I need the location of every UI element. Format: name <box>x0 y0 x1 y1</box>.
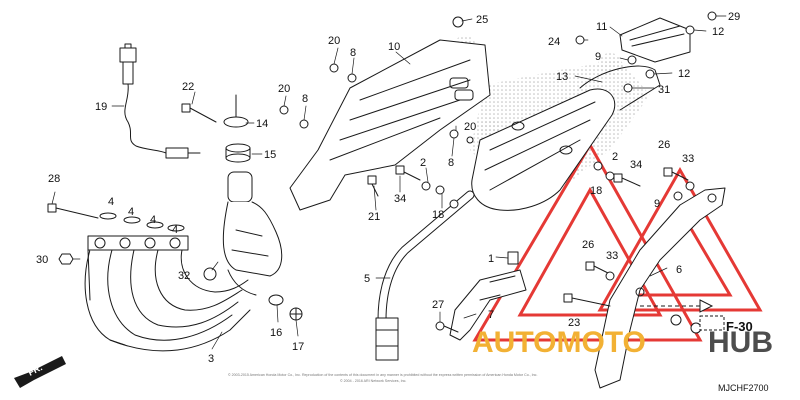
callout-27[interactable]: 27 <box>432 299 444 311</box>
muffler-cover-part[interactable] <box>619 17 691 63</box>
callout-31[interactable]: 31 <box>658 84 670 96</box>
callout-20[interactable]: 20 <box>328 35 340 47</box>
callout-29[interactable]: 29 <box>728 11 740 23</box>
callout-21[interactable]: 21 <box>368 211 380 223</box>
bolt-22-part[interactable] <box>181 103 217 123</box>
callout-26[interactable]: 26 <box>658 139 670 151</box>
callout-4[interactable]: 4 <box>172 224 178 236</box>
washer-32-part[interactable] <box>203 267 217 281</box>
callout-3[interactable]: 3 <box>208 353 214 365</box>
diagram-code: MJCHF2700 <box>718 383 769 393</box>
callout-15[interactable]: 15 <box>264 149 276 161</box>
watermark-text: AUTOMOTO HUB <box>472 326 773 359</box>
bolt-17-part[interactable] <box>289 307 303 321</box>
callout-18[interactable]: 18 <box>432 209 444 221</box>
heat-shield-part[interactable] <box>289 39 491 211</box>
callout-4[interactable]: 4 <box>150 214 156 226</box>
long-bolt-part[interactable] <box>47 203 99 219</box>
callout-23[interactable]: 23 <box>568 317 580 329</box>
callout-14[interactable]: 14 <box>256 118 268 130</box>
callout-4[interactable]: 4 <box>108 196 114 208</box>
exhaust-pipe-part[interactable] <box>375 190 475 361</box>
copyright-line-2: © 2004 - 2016 ARI Network Services, Inc. <box>340 379 406 383</box>
callout-32[interactable]: 32 <box>178 270 190 282</box>
leader-lines <box>51 15 727 350</box>
callout-19[interactable]: 19 <box>95 101 107 113</box>
callout-6[interactable]: 6 <box>676 264 682 276</box>
bolt-27-part[interactable] <box>435 321 459 333</box>
callout-24[interactable]: 24 <box>548 36 560 48</box>
copyright-line-1: © 2003-2015 American Honda Motor Co., In… <box>228 373 537 377</box>
reference-label[interactable]: F-30 <box>726 319 753 334</box>
callout-9[interactable]: 9 <box>595 51 601 63</box>
callout-10[interactable]: 10 <box>388 41 400 53</box>
callout-1[interactable]: 1 <box>488 253 494 265</box>
callout-18[interactable]: 18 <box>590 185 602 197</box>
callout-26[interactable]: 26 <box>582 239 594 251</box>
callout-12[interactable]: 12 <box>712 26 724 38</box>
exhaust-manifold-part[interactable] <box>84 235 251 352</box>
callout-8[interactable]: 8 <box>302 93 308 105</box>
callout-4[interactable]: 4 <box>128 206 134 218</box>
callout-25[interactable]: 25 <box>476 14 488 26</box>
callout-7[interactable]: 7 <box>488 309 494 321</box>
callout-2[interactable]: 2 <box>420 157 426 169</box>
callout-8[interactable]: 8 <box>350 47 356 59</box>
callout-34[interactable]: 34 <box>394 193 406 205</box>
callout-30[interactable]: 30 <box>36 254 48 266</box>
manifold-gaskets-part[interactable] <box>99 212 185 232</box>
callout-22[interactable]: 22 <box>182 81 194 93</box>
gasket-part[interactable] <box>225 143 251 163</box>
nut-30-part[interactable] <box>58 253 74 265</box>
callout-9[interactable]: 9 <box>654 198 660 210</box>
reference-arrow: F-30 <box>640 299 753 334</box>
callout-12[interactable]: 12 <box>678 68 690 80</box>
callout-11[interactable]: 11 <box>596 21 607 33</box>
callout-20[interactable]: 20 <box>278 83 290 95</box>
callout-17[interactable]: 17 <box>292 341 304 353</box>
bolt-23-part[interactable] <box>563 293 611 307</box>
callout-33[interactable]: 33 <box>606 250 618 262</box>
callout-28[interactable]: 28 <box>48 173 60 185</box>
stay-bracket-part[interactable] <box>594 187 726 389</box>
catalyst-chamber-part[interactable] <box>222 171 283 296</box>
watermark-text-a: AUTOMOTO <box>472 326 646 359</box>
callout-34[interactable]: 34 <box>630 159 642 171</box>
exhaust-band-part[interactable] <box>223 94 249 128</box>
callout-labels: 1 2 2 3 4 4 4 4 5 6 7 8 8 8 9 9 10 11 12… <box>36 11 740 365</box>
callout-20[interactable]: 20 <box>464 121 476 133</box>
collar-1-part[interactable] <box>507 251 519 265</box>
watermark-text-b: HUB <box>708 326 773 359</box>
muffler-part[interactable] <box>471 65 661 211</box>
front-direction-arrow: FR. <box>14 356 66 388</box>
callout-13[interactable]: 13 <box>556 71 568 83</box>
callout-33[interactable]: 33 <box>682 153 694 165</box>
callout-16[interactable]: 16 <box>270 327 282 339</box>
grommet-16-part[interactable] <box>268 294 284 306</box>
watermark-triangles <box>472 141 763 342</box>
pipe-protector-part[interactable] <box>449 269 527 341</box>
o2-sensor-part[interactable] <box>119 43 201 159</box>
callout-2[interactable]: 2 <box>612 151 618 163</box>
callout-8[interactable]: 8 <box>448 157 454 169</box>
callout-5[interactable]: 5 <box>364 273 370 285</box>
bolt-21-part[interactable] <box>367 175 379 197</box>
